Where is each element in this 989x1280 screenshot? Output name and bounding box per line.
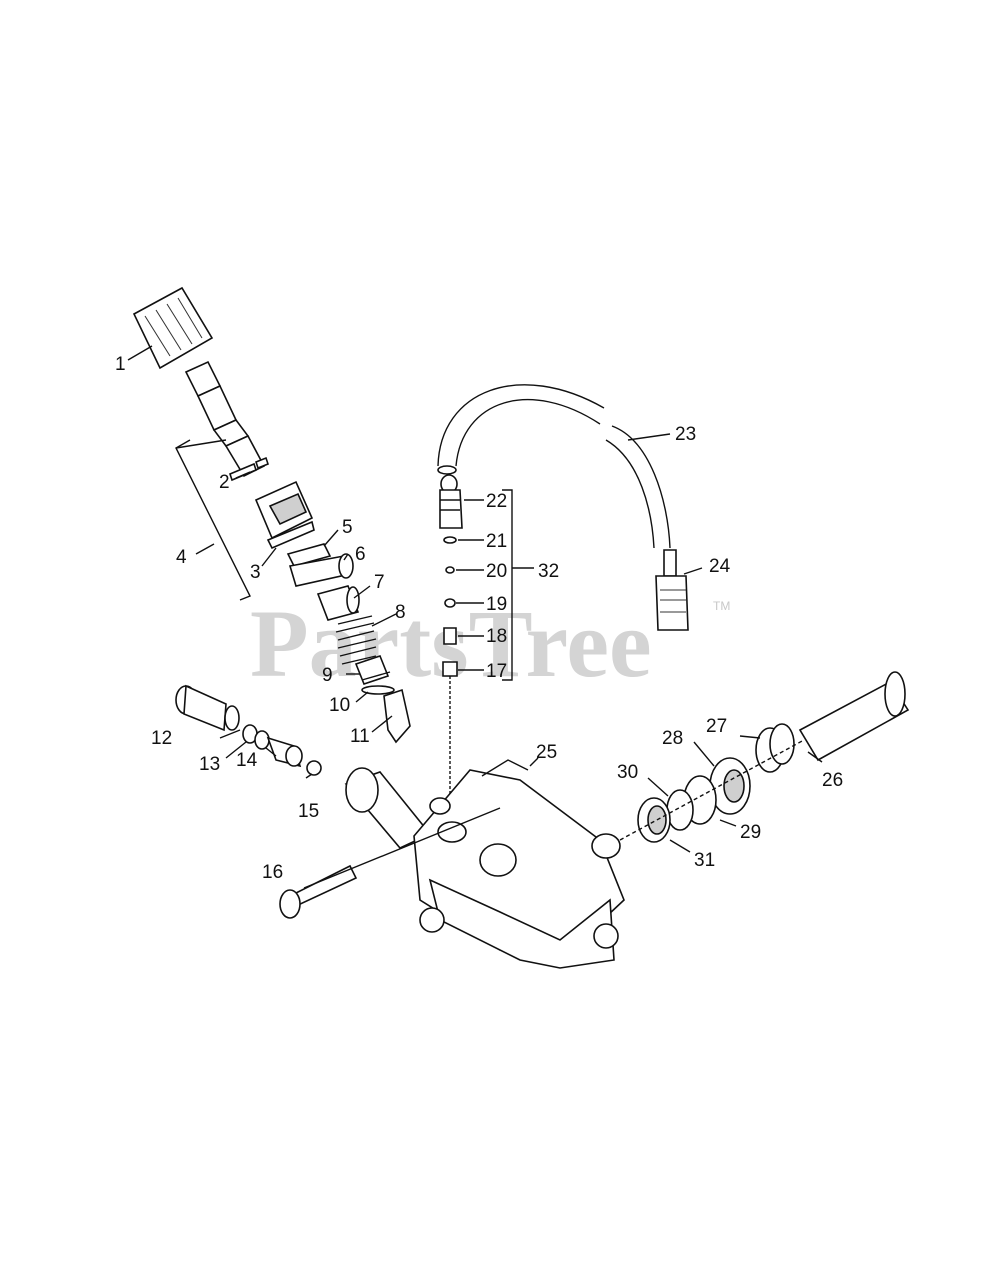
callout-label: 12 — [151, 728, 172, 749]
part-2-pin — [229, 456, 269, 482]
callout-label: 25 — [536, 742, 557, 763]
callout-label: 10 — [329, 695, 350, 716]
part-30-washer — [666, 789, 694, 831]
callout-label: 14 — [236, 750, 258, 771]
part-26-piston — [798, 671, 910, 762]
part-20-ring — [445, 566, 455, 574]
callout-label: 26 — [822, 770, 843, 791]
part-14-adapter — [266, 736, 303, 768]
part-16-bolt — [279, 864, 358, 919]
callout-label: 28 — [662, 728, 683, 749]
callout-label: 8 — [395, 602, 406, 623]
callout-label: 31 — [694, 850, 715, 871]
callout-label: 6 — [355, 544, 366, 565]
callout-label: 13 — [199, 754, 220, 775]
callout-label: 22 — [486, 491, 507, 512]
part-24-strainer — [655, 549, 689, 631]
part-7-guide — [316, 585, 360, 621]
part-28-seal-housing — [709, 757, 751, 815]
callout-label: 27 — [706, 716, 727, 737]
part-8-spring — [335, 615, 377, 665]
part-10-o-ring — [361, 685, 395, 695]
part-15-o-ring — [306, 760, 322, 776]
part-9-poppet — [354, 655, 391, 685]
part-18-spring — [443, 627, 457, 645]
callout-label: 16 — [262, 862, 283, 883]
callout-label: 17 — [486, 661, 507, 682]
part-11-check-plug — [383, 688, 411, 744]
callout-label: 7 — [374, 572, 385, 593]
callout-label: 19 — [486, 594, 507, 615]
part-5-seal — [286, 543, 332, 567]
callout-label: 1 — [115, 354, 126, 375]
part-31-seal — [637, 797, 671, 843]
callout-label: 4 — [176, 547, 187, 568]
watermark-trademark: TM — [713, 599, 730, 613]
part-21-washer — [443, 536, 457, 544]
part-27-retainer — [755, 723, 795, 773]
callout-label: 32 — [538, 561, 559, 582]
callout-label: 24 — [709, 556, 731, 577]
callout-label: 20 — [486, 561, 507, 582]
part-23-hose — [437, 384, 671, 549]
callout-label: 15 — [298, 801, 319, 822]
callout-label: 5 — [342, 517, 353, 538]
callout-label: 30 — [617, 762, 638, 783]
callout-labels: 1 2 3 4 5 6 7 8 9 10 11 12 13 14 15 16 1… — [115, 354, 843, 883]
part-19-ball — [444, 598, 456, 608]
part-4-valve-assembly — [175, 360, 266, 601]
callout-label: 9 — [322, 665, 333, 686]
part-17-seat — [442, 661, 458, 677]
part-1-filter-cap — [132, 286, 214, 370]
callout-label: 18 — [486, 626, 507, 647]
part-3-valve-body — [254, 480, 315, 550]
part-32-bracket — [502, 489, 513, 681]
part-13-o-rings — [242, 724, 270, 750]
part-22-nipple — [439, 474, 463, 529]
part-25-pump-manifold — [344, 759, 625, 969]
callout-label: 29 — [740, 822, 761, 843]
part-12-fitting — [175, 684, 240, 732]
callout-label: 11 — [350, 726, 370, 747]
leader-lines — [127, 345, 823, 889]
callout-label: 2 — [219, 472, 230, 493]
callout-label: 3 — [250, 562, 261, 583]
callout-label: 21 — [486, 531, 507, 552]
part-6-ring — [288, 553, 354, 587]
callout-label: 23 — [675, 424, 696, 445]
